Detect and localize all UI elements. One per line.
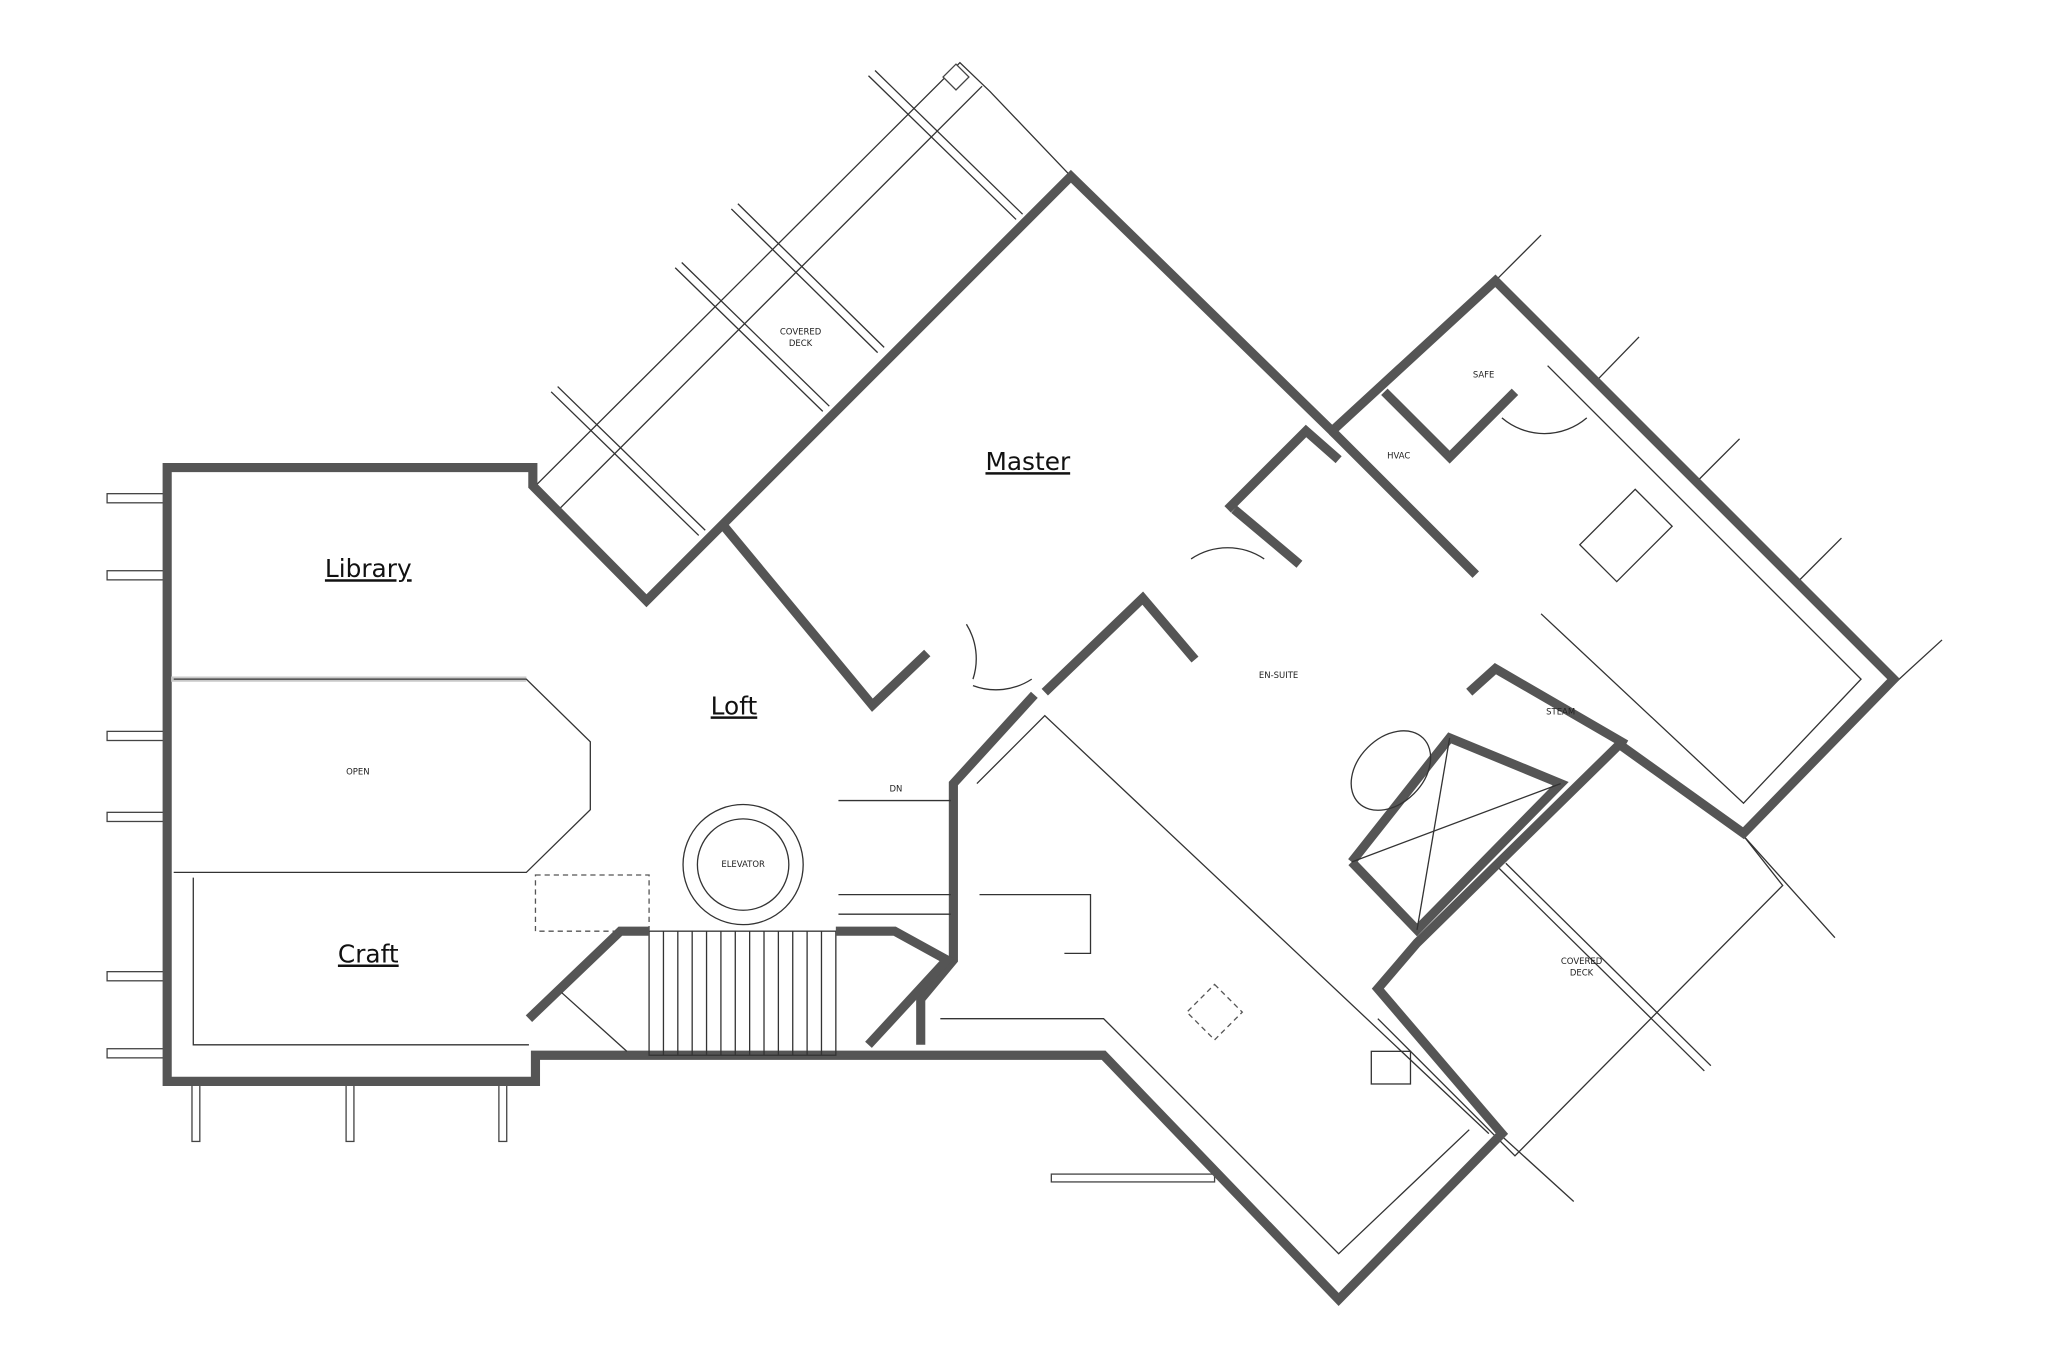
note-covered-deck-1: COVERED [780,326,822,336]
note-dn: DN [889,783,902,793]
note-safe: SAFE [1473,369,1495,379]
note-covered-deck-1b: DECK [789,338,813,348]
room-label-loft: Loft [711,691,758,720]
note-covered-deck-2: COVERED [1561,956,1603,966]
note-open: OPEN [346,766,369,776]
covered-deck-north [534,61,1072,536]
covered-deck-east [1377,835,1836,1203]
interior-walls [171,365,1862,1255]
elevator[interactable] [682,803,804,926]
staircase [525,799,955,1056]
note-covered-deck-2b: DECK [1570,968,1594,978]
note-steam: STEAM [1546,706,1575,716]
note-hvac: HVAC [1387,450,1410,460]
exterior-posts [106,234,1943,1183]
room-label-craft: Craft [338,940,399,969]
note-en-suite: EN-SUITE [1259,670,1298,680]
room-label-library: Library [325,554,412,583]
room-label-master: Master [985,447,1070,476]
exterior-wall [162,169,1901,1307]
note-elevator: ELEVATOR [721,859,765,869]
